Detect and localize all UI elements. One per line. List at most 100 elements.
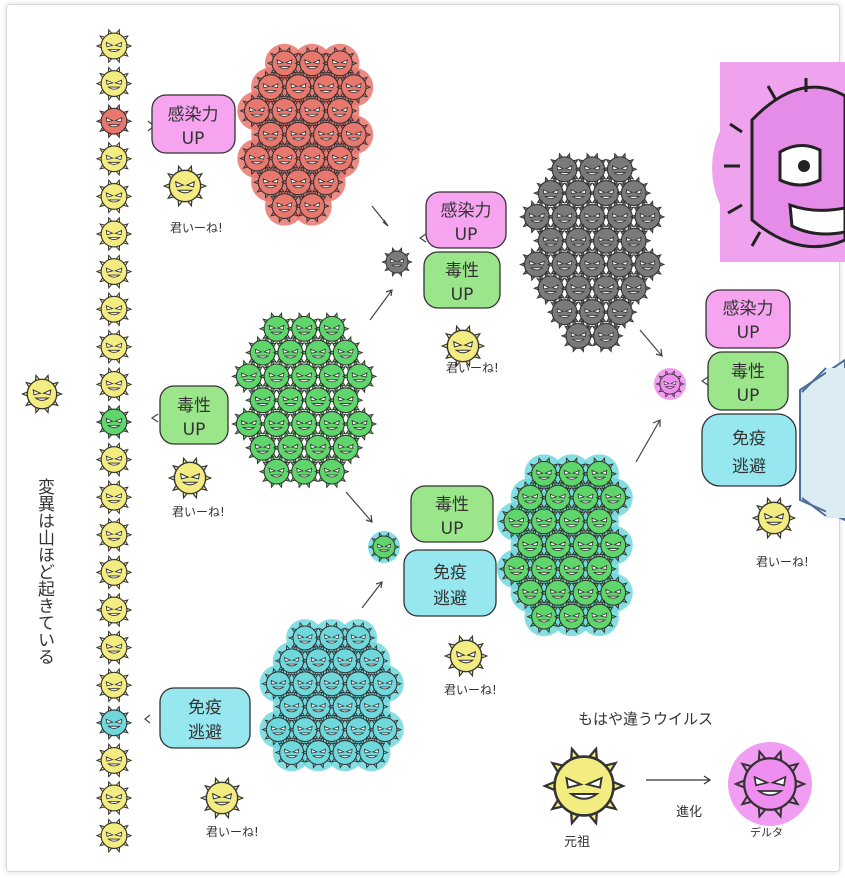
green-virus-icon: [540, 575, 576, 610]
column-virus-icon: [95, 291, 133, 327]
green-virus-icon: [581, 599, 618, 634]
frame: [6, 4, 840, 872]
red-virus-icon: [322, 46, 358, 81]
red-virus-icon: [266, 189, 303, 223]
green-virus-icon: [341, 407, 378, 441]
legend-delta-virus-icon: [733, 749, 807, 819]
gray-virus-icon: [532, 271, 569, 306]
green-virus-icon: [286, 359, 322, 394]
green-virus-icon: [526, 599, 562, 634]
bubble-text: UP: [737, 386, 760, 406]
bubble-text: 毒性: [445, 261, 479, 281]
column-virus-icon: [95, 178, 133, 214]
green-virus-icon: [341, 359, 378, 394]
column-virus-icon: [95, 630, 133, 666]
red-virus-icon: [322, 94, 358, 128]
arrow-icon: [635, 419, 661, 463]
caption-kimi-iine: 君いーね!: [172, 505, 225, 519]
bubble-virulence-3: 毒性 UP: [410, 485, 494, 543]
green-virus-icon: [327, 335, 364, 370]
gray-virus-icon: [532, 223, 569, 258]
arrow-icon: [369, 289, 393, 321]
cyan-virus-icon: [327, 736, 363, 769]
pink-single-virus-icon: [655, 370, 685, 398]
cyan-virus-icon: [287, 713, 323, 746]
green-virus-icon: [244, 335, 281, 370]
bubble-text: 毒性: [731, 362, 765, 382]
green-virus-icon: [553, 552, 590, 586]
green-virus-icon: [512, 480, 548, 515]
gray-virus-icon: [629, 247, 666, 282]
arrow-icon: [700, 376, 709, 386]
bubble-text: UP: [182, 129, 205, 149]
column-virus-icon: [95, 254, 133, 290]
virus-layer: [21, 28, 807, 854]
bubble-text: 毒性: [435, 495, 469, 515]
green-virus-icon: [258, 311, 295, 346]
column-virus-icon: [95, 103, 133, 139]
red-virus-icon: [280, 117, 317, 152]
column-virus-icon: [95, 554, 133, 590]
green-virus-icon: [258, 359, 295, 394]
bubble-text: UP: [441, 519, 464, 539]
gray-single-virus-icon: [381, 247, 413, 277]
column-virus-icon: [95, 442, 133, 478]
red-virus-icon: [280, 70, 317, 104]
green-virus-icon: [581, 504, 618, 539]
arrow-icon: [144, 714, 151, 724]
green-virus-icon: [512, 575, 548, 610]
bubble-infectivity-1: 感染力 UP: [151, 94, 236, 154]
bubble-text: 毒性: [177, 396, 211, 416]
red-virus-icon: [294, 189, 330, 223]
bubble-text: 免疫: [188, 698, 222, 718]
bubble-text: 逃避: [188, 723, 222, 743]
bubble-immune-3: 免疫 逃避: [701, 413, 797, 487]
caption-kimi-iine: 君いーね!: [206, 825, 259, 839]
red-virus-icon: [308, 117, 344, 152]
caption-kimi-iine: 君いーね!: [444, 683, 497, 697]
gray-virus-icon: [588, 271, 624, 306]
gray-virus-icon: [615, 223, 652, 258]
green-virus-icon: [553, 504, 590, 539]
green-virus-icon: [314, 359, 350, 394]
green-virus-icon: [327, 430, 364, 465]
green-virus-icon: [327, 383, 364, 418]
green-virus-icon: [300, 335, 336, 370]
arrow-icon: [361, 581, 383, 609]
cyan-virus-icon: [301, 690, 336, 723]
bubble-virulence-4: 毒性 UP: [707, 351, 789, 411]
caption-kimi-iine: 君いーね!: [170, 221, 223, 235]
bubble-infectivity-2: 感染力 UP: [425, 191, 507, 249]
bubble-layer: 感染力 UP 毒性 UP 免疫 逃避 感染力 UP: [151, 94, 797, 749]
yellow-virus-icon: [167, 456, 213, 500]
legend-caption: もはや違うウイルス: [578, 710, 713, 728]
bubble-text: 逃避: [732, 457, 766, 477]
column-virus-icon: [95, 517, 133, 553]
red-virus-icon: [308, 165, 344, 200]
column-virus-icon: [95, 742, 133, 778]
caption-kimi-iine: 君いーね!: [756, 555, 809, 569]
column-virus-icon: [95, 592, 133, 628]
cyan-virus-icon: [354, 736, 389, 769]
big-delta-virus-icon: [712, 62, 845, 262]
green-virus-icon: [314, 454, 350, 489]
cyan-virus-icon: [287, 667, 323, 700]
green-virus-icon: [595, 528, 631, 563]
legend-evolution-label: 進化: [676, 805, 702, 820]
vertical-caption: 変異は山ほど起きている: [34, 478, 55, 665]
column-virus-icon: [95, 141, 133, 177]
bubble-immune-2: 免疫 逃避: [403, 549, 497, 617]
yellow-virus-icon: [199, 776, 245, 820]
column-virus-icon: [95, 818, 133, 854]
column-virus-icon: [95, 216, 133, 252]
yellow-virus-icon: [440, 324, 486, 368]
bubble-text: UP: [737, 323, 760, 343]
red-virus-icon: [294, 141, 330, 176]
arrow-icon: [150, 413, 159, 423]
yellow-virus-icon: [751, 496, 797, 540]
red-virus-icon: [266, 46, 303, 81]
red-virus-icon: [335, 70, 372, 104]
arrow-icon: [345, 491, 373, 523]
green-virus-icon: [526, 552, 562, 586]
